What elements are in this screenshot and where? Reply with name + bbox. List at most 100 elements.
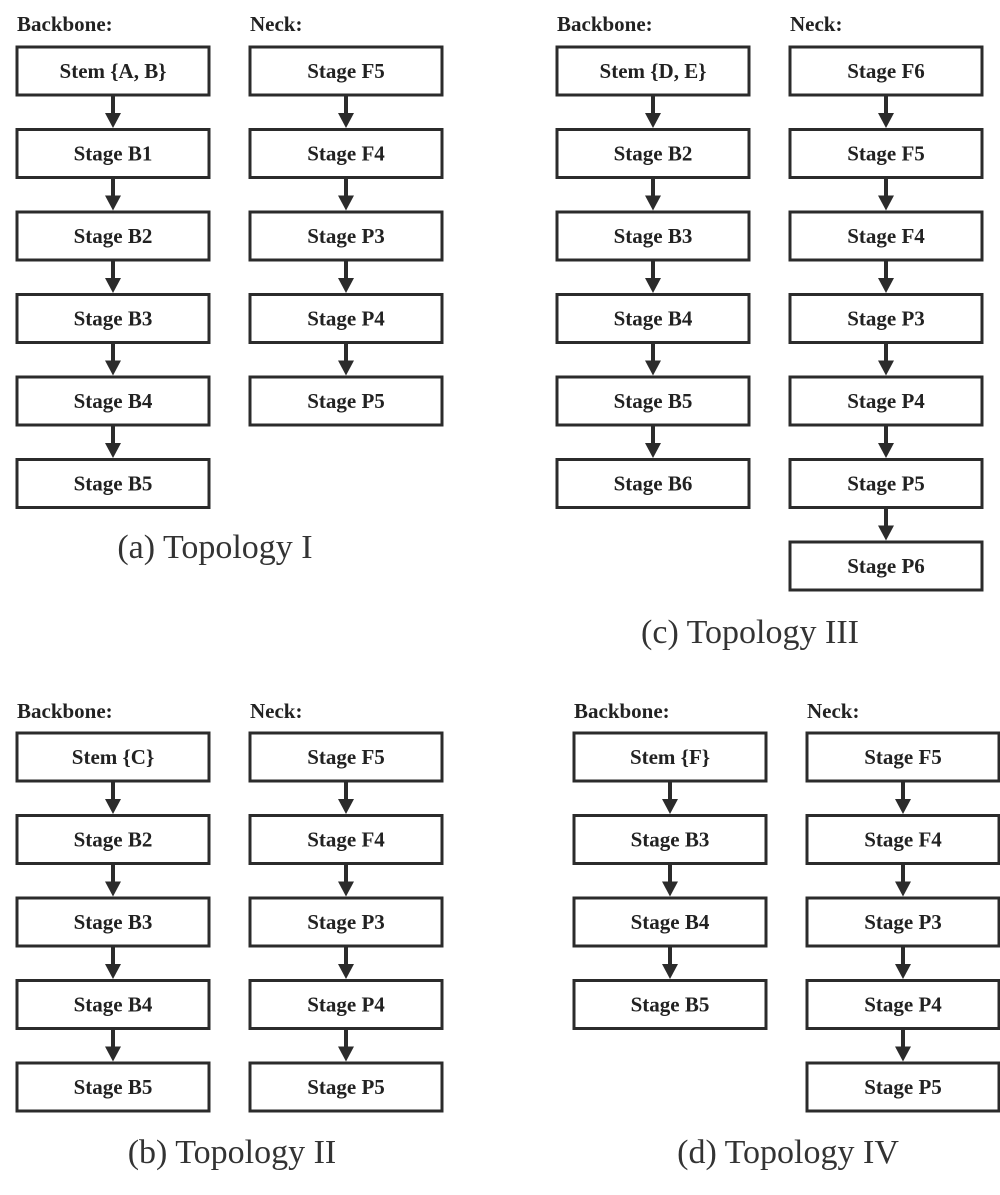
arrow-head (105, 799, 121, 814)
backbone-heading-d: Backbone: (574, 699, 670, 723)
flow-arrow-icon (878, 179, 894, 211)
arrow-head (338, 360, 354, 376)
panel-caption-d: (d) Topology IV (677, 1134, 899, 1171)
stage-label: Stem {F} (630, 745, 710, 769)
stage-box-stage-b6-backbone-c: Stage B6 (555, 458, 751, 509)
stage-box-border (805, 731, 1000, 783)
flow-arrow-icon (338, 344, 354, 376)
stage-box-stage-p4-neck-c: Stage P4 (788, 375, 984, 427)
flow-arrow-icon (105, 1030, 121, 1062)
stage-box-border (15, 45, 211, 97)
stage-box-stage-b4-backbone-c: Stage B4 (555, 293, 751, 344)
arrow-head (105, 881, 121, 897)
arrow-head (105, 964, 121, 979)
arrow-head (878, 195, 894, 211)
stage-label: Stage F4 (864, 828, 942, 852)
arrow-head (338, 278, 354, 293)
flow-arrow-icon (662, 947, 678, 979)
arrow-head (895, 1046, 911, 1062)
stage-box-stem-a-b-backbone-a: Stem {A, B} (15, 45, 211, 97)
stage-box-stage-b1-backbone-a: Stage B1 (15, 128, 211, 179)
stage-box-border (788, 540, 984, 592)
panel-caption-b: (b) Topology II (128, 1134, 337, 1171)
stage-box-border (248, 1061, 444, 1113)
stage-label: Stage P4 (847, 389, 925, 413)
arrow-head (645, 443, 661, 458)
stage-label: Stage F5 (847, 142, 925, 166)
stage-box-border (572, 979, 768, 1030)
flow-arrow-icon (338, 1030, 354, 1062)
stage-box-border (555, 45, 751, 97)
arrow-head (645, 278, 661, 293)
arrow-head (895, 881, 911, 897)
stage-label: Stage B4 (631, 910, 710, 934)
stage-box-border (15, 1061, 211, 1113)
stage-label: Stage B5 (74, 1075, 153, 1099)
stage-box-border (248, 896, 444, 948)
stage-box-border (788, 375, 984, 427)
arrow-head (662, 881, 678, 897)
arrow-head (338, 1046, 354, 1062)
stage-box-stage-p4-neck-b: Stage P4 (248, 979, 444, 1030)
stage-label: Stage B3 (74, 307, 153, 331)
stage-label: Stage B4 (614, 307, 693, 331)
arrow-head (895, 799, 911, 814)
stage-box-border (15, 210, 211, 262)
flow-arrow-icon (878, 426, 894, 458)
stage-box-border (805, 814, 1000, 865)
stage-box-border (788, 210, 984, 262)
stage-box-stage-f5-neck-d: Stage F5 (805, 731, 1000, 783)
backbone-heading-c: Backbone: (557, 12, 653, 36)
stage-label: Stage F5 (864, 745, 942, 769)
flow-arrow-icon (895, 947, 911, 979)
flow-arrow-icon (105, 782, 121, 814)
stage-label: Stage B2 (614, 142, 693, 166)
stage-box-stage-f4-neck-b: Stage F4 (248, 814, 444, 865)
stage-box-border (788, 293, 984, 344)
neck-heading-b: Neck: (250, 699, 302, 723)
arrow-head (645, 195, 661, 211)
flow-arrow-icon (895, 1030, 911, 1062)
stage-box-stage-b2-backbone-b: Stage B2 (15, 814, 211, 865)
flow-arrow-icon (105, 947, 121, 979)
stage-label: Stage P3 (847, 307, 925, 331)
stage-label: Stage F4 (307, 828, 385, 852)
stage-box-border (15, 896, 211, 948)
panel-caption-a: (a) Topology I (117, 529, 312, 566)
stage-box-stage-b4-backbone-b: Stage B4 (15, 979, 211, 1030)
stage-label: Stage B3 (614, 224, 693, 248)
stage-box-border (15, 814, 211, 865)
stage-label: Stage F5 (307, 745, 385, 769)
stage-label: Stage B2 (74, 224, 153, 248)
arrow-head (338, 964, 354, 979)
stage-label: Stage B1 (74, 142, 153, 166)
stage-box-stage-p3-neck-b: Stage P3 (248, 896, 444, 948)
arrow-head (105, 1046, 121, 1062)
neck-heading-c: Neck: (790, 12, 842, 36)
stage-box-border (248, 731, 444, 783)
arrow-head (338, 195, 354, 211)
stage-box-stage-b3-backbone-d: Stage B3 (572, 814, 768, 865)
flow-arrow-icon (105, 261, 121, 293)
flow-arrow-icon (878, 96, 894, 128)
arrow-head (338, 113, 354, 128)
flow-arrow-icon (105, 865, 121, 897)
stage-box-stage-b5-backbone-b: Stage B5 (15, 1061, 211, 1113)
arrow-head (662, 964, 678, 979)
stage-label: Stage F4 (307, 142, 385, 166)
stage-label: Stem {A, B} (60, 59, 167, 83)
stage-label: Stage P3 (864, 910, 942, 934)
stage-box-stage-p5-neck-d: Stage P5 (805, 1061, 1000, 1113)
stage-box-border (555, 128, 751, 179)
stage-box-border (555, 458, 751, 509)
stage-box-stage-p5-neck-a: Stage P5 (248, 375, 444, 427)
stage-label: Stage B3 (631, 828, 710, 852)
stage-label: Stage B5 (614, 389, 693, 413)
stage-label: Stage F6 (847, 59, 925, 83)
stage-box-border (248, 375, 444, 427)
arrow-head (105, 113, 121, 128)
arrow-head (105, 360, 121, 376)
stage-box-border (572, 896, 768, 948)
arrow-head (645, 360, 661, 376)
